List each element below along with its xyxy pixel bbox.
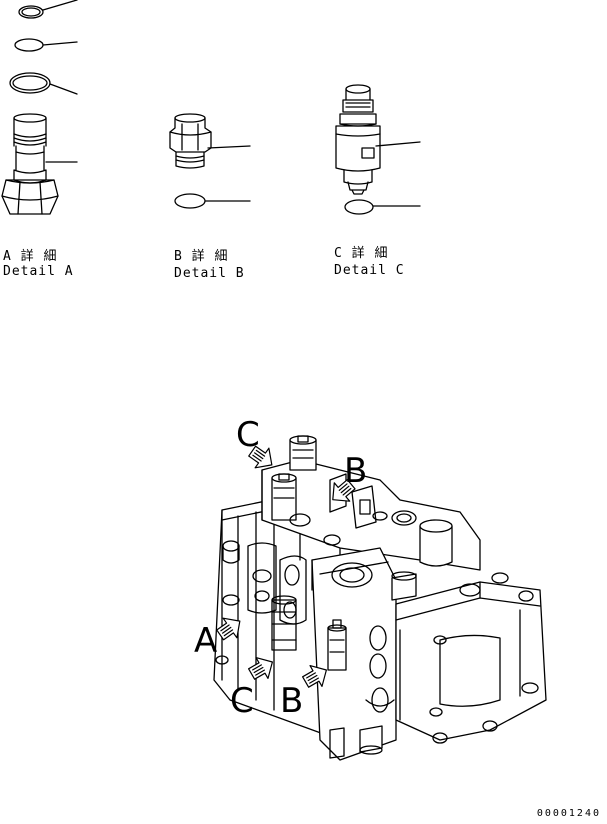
o-ring-b — [175, 194, 205, 208]
callout-arrows — [213, 441, 359, 692]
detail-b-parts — [170, 114, 250, 208]
detail-c-caption-en: Detail C — [334, 263, 405, 278]
control-valve-assembly — [214, 436, 546, 760]
arrow-c-top — [245, 441, 278, 474]
detail-c-parts — [336, 85, 420, 214]
detail-c-caption-jp: C 詳 細 — [334, 246, 389, 261]
detail-a-caption-jp: A 詳 細 — [3, 249, 58, 264]
arrow-b-top — [325, 475, 359, 509]
arrow-c-bottom — [246, 652, 279, 685]
o-ring-large — [10, 73, 50, 93]
o-ring-small — [19, 6, 43, 18]
callout-a: A — [194, 621, 218, 661]
detail-b-caption-en: Detail B — [174, 266, 245, 281]
document-number: 00001240 — [536, 808, 601, 819]
o-ring-medium — [15, 39, 43, 51]
o-ring-c — [345, 200, 373, 214]
arrow-b-bottom — [300, 660, 333, 693]
callout-c-bottom: C — [230, 681, 254, 721]
callout-b-top: B — [344, 451, 368, 491]
callout-b-bottom: B — [280, 681, 304, 721]
relief-valve-c — [336, 85, 420, 194]
arrow-a — [213, 611, 246, 644]
detail-a-parts — [2, 0, 77, 214]
fitting-a — [2, 114, 77, 214]
detail-a-caption-en: Detail A — [3, 264, 74, 279]
plug-b — [170, 114, 250, 168]
callout-c-top: C — [236, 415, 260, 455]
detail-b-caption-jp: B 詳 細 — [174, 249, 229, 264]
